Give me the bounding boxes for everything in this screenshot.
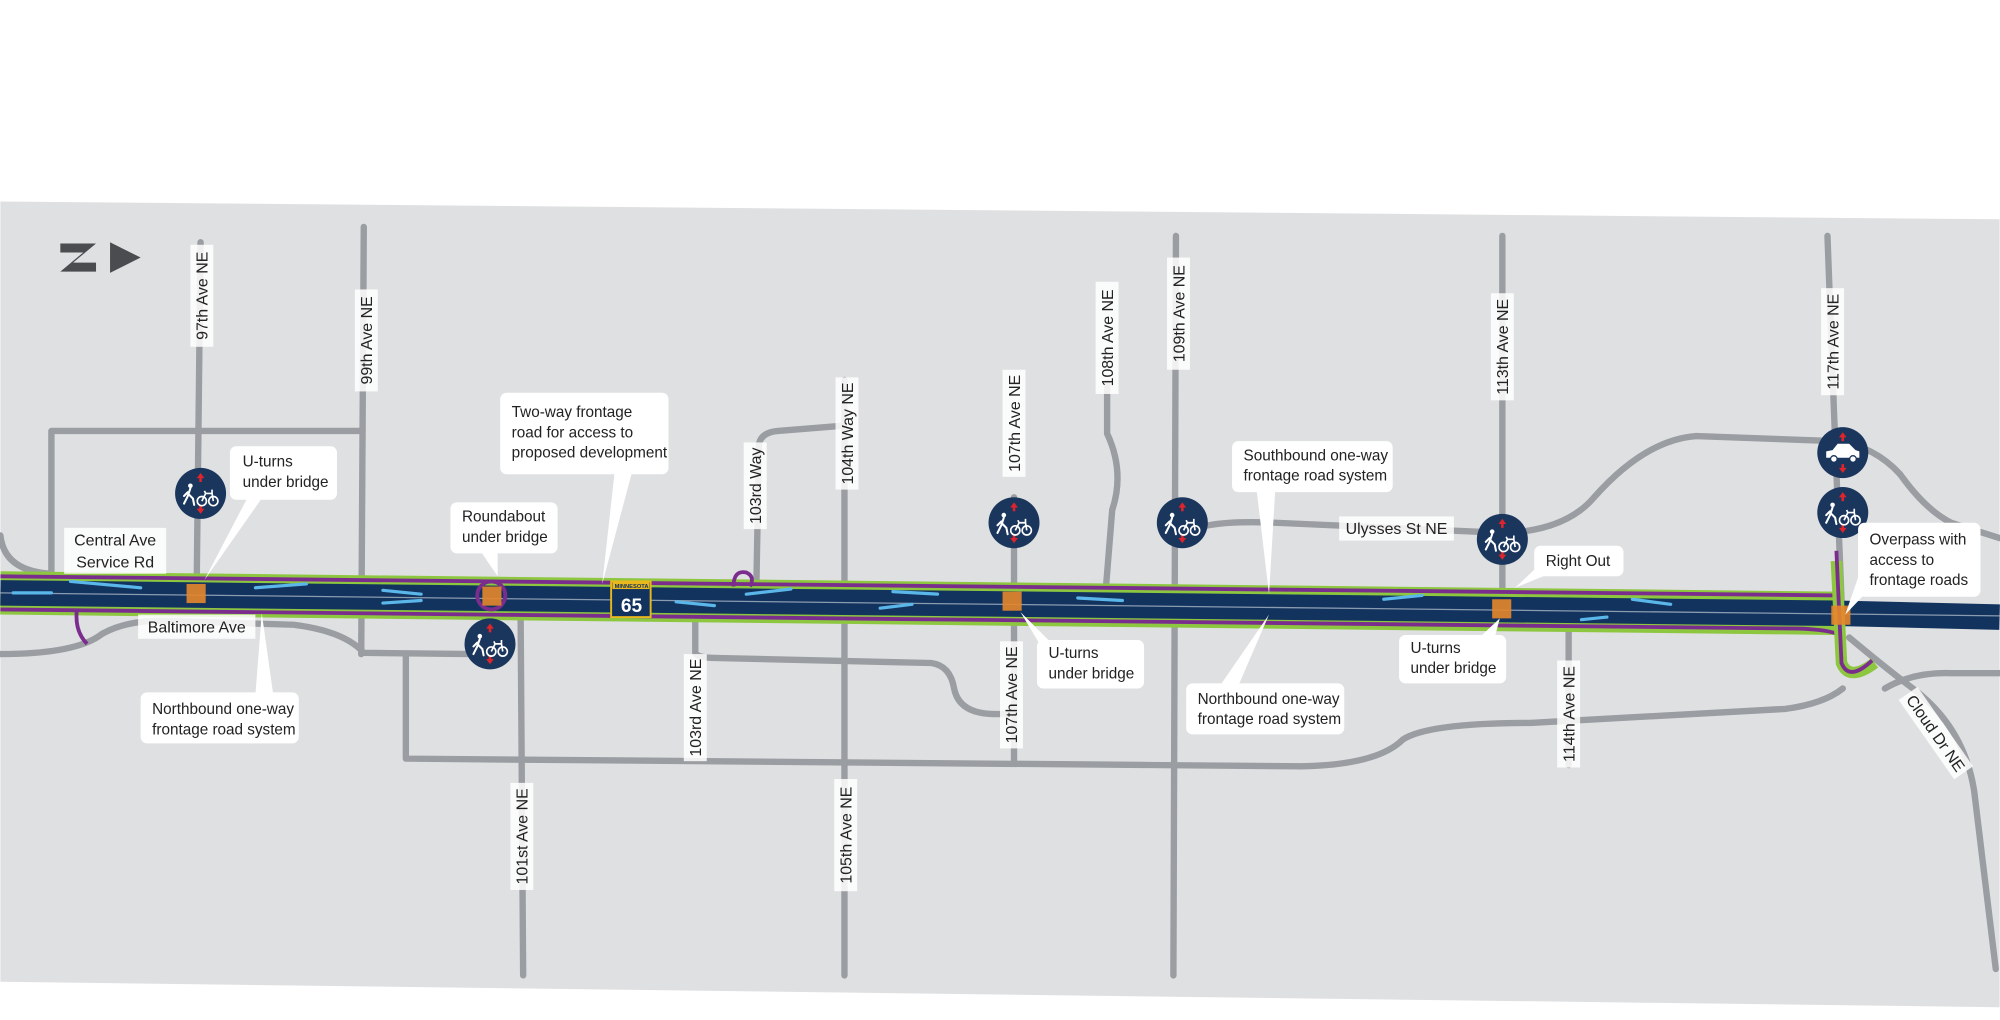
svg-text:Southbound one-way: Southbound one-way (1244, 447, 1389, 464)
callout-two-way-frontage: Two-way frontage road for access to prop… (500, 392, 669, 584)
svg-text:97th Ave NE: 97th Ave NE (195, 252, 212, 340)
svg-text:101st Ave NE: 101st Ave NE (515, 788, 532, 884)
road-back-loop (402, 650, 1846, 770)
svg-text:U-turns: U-turns (243, 454, 293, 471)
svg-text:under bridge: under bridge (1048, 665, 1134, 682)
label-104th-way: 104th Way NE (835, 377, 859, 490)
pedestrian-bike-icon (1475, 512, 1529, 566)
svg-text:Roundabout: Roundabout (462, 508, 546, 525)
north-arrow-icon (60, 242, 141, 273)
svg-text:99th Ave NE: 99th Ave NE (359, 296, 376, 384)
svg-text:Service Rd: Service Rd (76, 554, 154, 571)
street-labels: 97th Ave NE 99th Ave NE 101st Ave NE 103… (64, 244, 1974, 892)
svg-text:access to: access to (1870, 552, 1935, 569)
svg-text:under bridge: under bridge (243, 474, 329, 491)
svg-text:frontage road system: frontage road system (152, 721, 296, 738)
pedestrian-bike-icon (987, 496, 1041, 550)
bridge-101st (482, 586, 502, 606)
bridge-113th (1492, 599, 1512, 619)
svg-text:108th Ave NE: 108th Ave NE (1100, 289, 1117, 386)
svg-text:frontage roads: frontage roads (1870, 572, 1969, 589)
southbound-frontage-road (0, 574, 1837, 598)
label-97th-ave: 97th Ave NE (190, 244, 214, 347)
label-99th-ave: 99th Ave NE (354, 289, 378, 392)
callout-overpass: Overpass with access to frontage roads (1845, 522, 1981, 615)
svg-text:Northbound one-way: Northbound one-way (1198, 691, 1340, 708)
callout-uturns-107th: U-turns under bridge (1020, 612, 1145, 689)
label-117th-ave: 117th Ave NE (1821, 288, 1845, 396)
road-east-connector (1881, 669, 2000, 692)
label-central-ave-service-rd: Central Ave Service Rd (64, 527, 167, 574)
svg-text:103rd Way: 103rd Way (748, 448, 765, 524)
bridge-97th (186, 583, 206, 604)
bridges (186, 583, 1851, 625)
svg-text:103rd Ave NE: 103rd Ave NE (688, 659, 705, 757)
svg-text:U-turns: U-turns (1411, 640, 1461, 657)
pedestrian-bike-icon (174, 466, 228, 520)
callout-uturns-113th: U-turns under bridge (1399, 618, 1507, 684)
shield-route: 65 (621, 596, 643, 617)
svg-text:114th Ave NE: 114th Ave NE (1561, 666, 1578, 762)
svg-text:104th Way NE: 104th Way NE (840, 382, 857, 484)
label-109th-ave: 109th Ave NE (1167, 257, 1190, 370)
svg-text:107th Ave NE: 107th Ave NE (1007, 375, 1024, 472)
svg-text:frontage road system: frontage road system (1244, 468, 1388, 485)
svg-text:Right Out: Right Out (1546, 553, 1611, 570)
svg-text:105th Ave NE: 105th Ave NE (838, 787, 855, 884)
road-central-service (48, 427, 365, 584)
road-108th-ave (1102, 379, 1121, 593)
pedestrian-bike-icon (463, 617, 517, 671)
flow-arrows (11, 579, 1673, 622)
bridge-107th (1002, 591, 1022, 611)
svg-text:under bridge: under bridge (462, 529, 548, 546)
svg-text:proposed development: proposed development (512, 445, 668, 462)
svg-text:Baltimore Ave: Baltimore Ave (148, 619, 246, 636)
car-icon (1816, 426, 1869, 479)
svg-text:113th Ave NE: 113th Ave NE (1495, 299, 1512, 395)
svg-text:107th Ave NE: 107th Ave NE (1004, 646, 1021, 743)
bridge-117th (1831, 605, 1851, 625)
svg-text:under bridge: under bridge (1411, 660, 1497, 677)
highway-65 (0, 550, 2000, 679)
callout-right-out: Right Out (1515, 545, 1624, 588)
svg-text:Ulysses St NE: Ulysses St NE (1346, 521, 1448, 538)
label-103rd-ave: 103rd Ave NE (683, 654, 707, 762)
svg-text:frontage road system: frontage road system (1198, 711, 1342, 728)
svg-text:Central Ave: Central Ave (74, 533, 156, 550)
label-ulysses-st: Ulysses St NE (1339, 516, 1454, 541)
svg-text:109th Ave NE: 109th Ave NE (1171, 265, 1188, 362)
road-baltimore-ave (0, 617, 476, 658)
svg-text:117th Ave NE: 117th Ave NE (1825, 294, 1842, 390)
label-103rd-way: 103rd Way (743, 442, 767, 530)
label-114th-ave: 114th Ave NE (1557, 660, 1581, 768)
callout-roundabout: Roundabout under bridge (450, 502, 558, 577)
svg-text:Two-way frontage: Two-way frontage (512, 404, 633, 421)
svg-text:road for access to: road for access to (512, 424, 633, 441)
shield-state: MINNESOTA (615, 584, 649, 590)
highway-shield: MINNESOTA 65 (610, 580, 652, 619)
label-105th-ave: 105th Ave NE (834, 779, 858, 892)
svg-text:Overpass with: Overpass with (1870, 531, 1967, 548)
label-101st-ave: 101st Ave NE (510, 782, 534, 890)
pedestrian-bike-icon (1155, 496, 1209, 550)
svg-text:Northbound one-way: Northbound one-way (152, 701, 294, 718)
label-107th-ave-north: 107th Ave NE (1002, 369, 1026, 477)
label-107th-ave-south: 107th Ave NE (1000, 641, 1023, 749)
svg-text:U-turns: U-turns (1048, 645, 1098, 662)
label-108th-ave: 108th Ave NE (1095, 281, 1119, 394)
callout-northbound-left: Northbound one-way frontage road system (140, 613, 299, 744)
callout-southbound: Southbound one-way frontage road system (1232, 441, 1393, 595)
label-baltimore-ave: Baltimore Ave (138, 614, 256, 639)
label-113th-ave: 113th Ave NE (1490, 293, 1514, 401)
